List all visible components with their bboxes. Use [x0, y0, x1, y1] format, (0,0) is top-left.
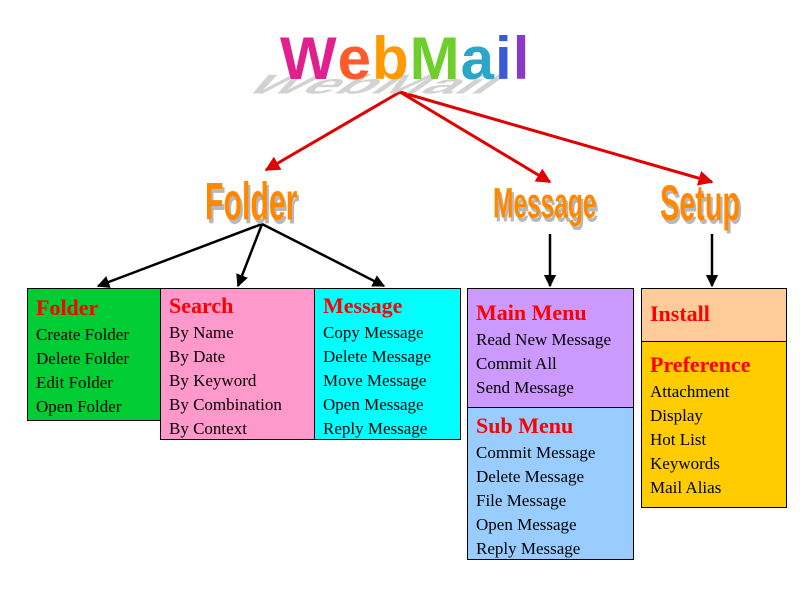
page-title: WebMail: [280, 24, 530, 94]
arrow-folder-to-folder-box: [96, 222, 263, 288]
title-letter: i: [495, 25, 513, 92]
list-item: By Name: [169, 323, 234, 342]
list-item: Delete Folder: [36, 349, 129, 368]
list-item: Commit All: [476, 354, 557, 373]
list-item: Copy Message: [323, 323, 424, 342]
search-box: Search By Name By Date By Keyword By Com…: [160, 288, 315, 440]
message-box-heading: Message: [323, 293, 403, 318]
arrow-folder-to-search-box: [236, 223, 264, 288]
message-box: Message Copy Message Delete Message Move…: [314, 288, 461, 440]
list-item: Move Message: [323, 371, 427, 390]
folder-box: Folder Create Folder Delete Folder Edit …: [27, 288, 161, 421]
arrow-title-to-setup: [399, 90, 714, 186]
sub-menu-box: Sub Menu Commit Message Delete Message F…: [467, 407, 634, 560]
install-box-heading: Install: [650, 301, 710, 326]
list-item: Reply Message: [476, 539, 581, 558]
section-folder-heading: Folder: [205, 172, 298, 231]
section-setup-heading: Setup: [660, 176, 741, 231]
list-item: By Context: [169, 419, 247, 438]
arrow-title-to-folder: [264, 90, 401, 172]
list-item: Edit Folder: [36, 373, 113, 392]
title-letter: l: [512, 25, 531, 92]
preference-box-heading: Preference: [650, 352, 751, 377]
list-item: Open Message: [476, 515, 577, 534]
list-item: Open Folder: [36, 397, 122, 416]
list-item: Read New Message: [476, 330, 612, 349]
section-message-heading: Message: [493, 180, 597, 228]
list-item: Delete Message: [476, 467, 585, 486]
main-menu-box-heading: Main Menu: [476, 300, 587, 325]
main-menu-box: Main Menu Read New Message Commit All Se…: [467, 288, 634, 408]
list-item: By Date: [169, 347, 226, 366]
install-box: Install: [641, 288, 787, 342]
arrow-folder-to-message-box: [261, 222, 386, 288]
arrow-title-to-message: [399, 90, 552, 184]
title-letter: M: [409, 25, 461, 92]
title-letter: b: [372, 25, 410, 92]
list-item: Mail Alias: [650, 478, 722, 497]
title-letter: a: [460, 25, 496, 92]
list-item: Hot List: [650, 430, 707, 449]
list-item: File Message: [476, 491, 567, 510]
list-item: Send Message: [476, 378, 574, 397]
folder-box-heading: Folder: [36, 295, 99, 320]
list-item: Delete Message: [323, 347, 432, 366]
list-item: Create Folder: [36, 325, 129, 344]
list-item: By Combination: [169, 395, 282, 414]
list-item: Attachment: [650, 382, 730, 401]
sub-menu-box-heading: Sub Menu: [476, 413, 574, 438]
preference-box: Preference Attachment Display Hot List K…: [641, 341, 787, 508]
title-letter: e: [337, 25, 373, 92]
list-item: Display: [650, 406, 703, 425]
search-box-heading: Search: [169, 293, 234, 318]
list-item: Reply Message: [323, 419, 428, 438]
list-item: By Keyword: [169, 371, 257, 390]
title-letter: W: [280, 25, 338, 92]
list-item: Commit Message: [476, 443, 596, 462]
list-item: Keywords: [650, 454, 720, 473]
list-item: Open Message: [323, 395, 424, 414]
